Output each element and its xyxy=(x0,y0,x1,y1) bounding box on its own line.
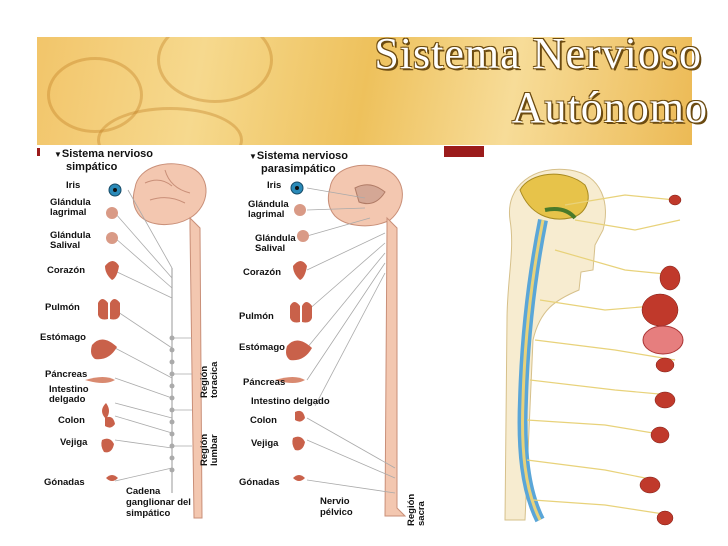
organ-label-vejiga: Vejiga xyxy=(60,437,88,448)
organ-label-vejiga: Vejiga xyxy=(251,438,279,449)
organ-label-intestino-delgado: Intestino delgado xyxy=(49,384,89,405)
organ-label-corazon: Corazón xyxy=(243,267,281,278)
chain-label: Cadena ganglionar del simpático xyxy=(126,486,191,519)
region-sacra-label: Región sacra xyxy=(406,493,427,526)
title-banner xyxy=(37,37,692,145)
organ-label-glandula-lagrimal: Glándula lagrimal xyxy=(248,199,289,220)
parasympathetic-header: ▼Sistema nervioso parasimpático xyxy=(249,150,349,175)
organ-label-pulmon: Pulmón xyxy=(45,302,80,313)
nerve-label-pelvico: Nervio pélvico xyxy=(320,496,353,518)
triangle-icon: ▼ xyxy=(249,152,257,161)
organ-label-iris: Iris xyxy=(267,180,282,191)
organ-label-iris: Iris xyxy=(66,180,81,191)
triangle-icon: ▼ xyxy=(54,150,62,159)
organ-label-gonadas: Gónadas xyxy=(239,477,280,488)
organ-label-glandula-lagrimal: Glándula lagrimal xyxy=(50,197,91,218)
organ-label-colon: Colon xyxy=(250,415,277,426)
anatomy-illustration xyxy=(485,160,695,530)
parasympathetic-illustration xyxy=(275,164,407,517)
sympathetic-illustration xyxy=(85,163,207,519)
organ-label-glandula-salival: Glándula Salival xyxy=(50,230,91,251)
sympathetic-diagram: ▼Sistema nervioso simpático Iris Glándul… xyxy=(40,148,240,523)
accent-marker xyxy=(37,148,40,156)
accent-strip xyxy=(444,146,484,157)
organ-label-intestino-delgado: Intestino delgado xyxy=(251,396,330,407)
organ-label-glandula-salival: Glándula Salival xyxy=(255,233,296,254)
organ-label-corazon: Corazón xyxy=(47,265,85,276)
parasympathetic-diagram: ▼Sistema nervioso parasimpático Iris Glá… xyxy=(235,148,450,526)
organ-label-pancreas: Páncreas xyxy=(45,369,88,380)
region-toracica-label: Región toracica xyxy=(199,361,220,398)
organ-label-estomago: Estómago xyxy=(239,342,285,353)
banner-ornament xyxy=(157,37,273,103)
slide-title-line2: Autónomo xyxy=(511,83,708,132)
organ-label-pancreas: Páncreas xyxy=(243,377,286,388)
organ-label-estomago: Estómago xyxy=(40,332,86,343)
organ-label-pulmon: Pulmón xyxy=(239,311,274,322)
nervous-system-figure xyxy=(504,168,684,526)
organ-label-colon: Colon xyxy=(58,415,85,426)
banner-ornament xyxy=(47,57,143,133)
organ-label-gonadas: Gónadas xyxy=(44,477,85,488)
region-lumbar-label: Región lumbar xyxy=(199,433,220,466)
slide-title-line1: Sistema Nervioso xyxy=(374,29,702,78)
sympathetic-header: ▼Sistema nervioso simpático xyxy=(54,148,154,173)
